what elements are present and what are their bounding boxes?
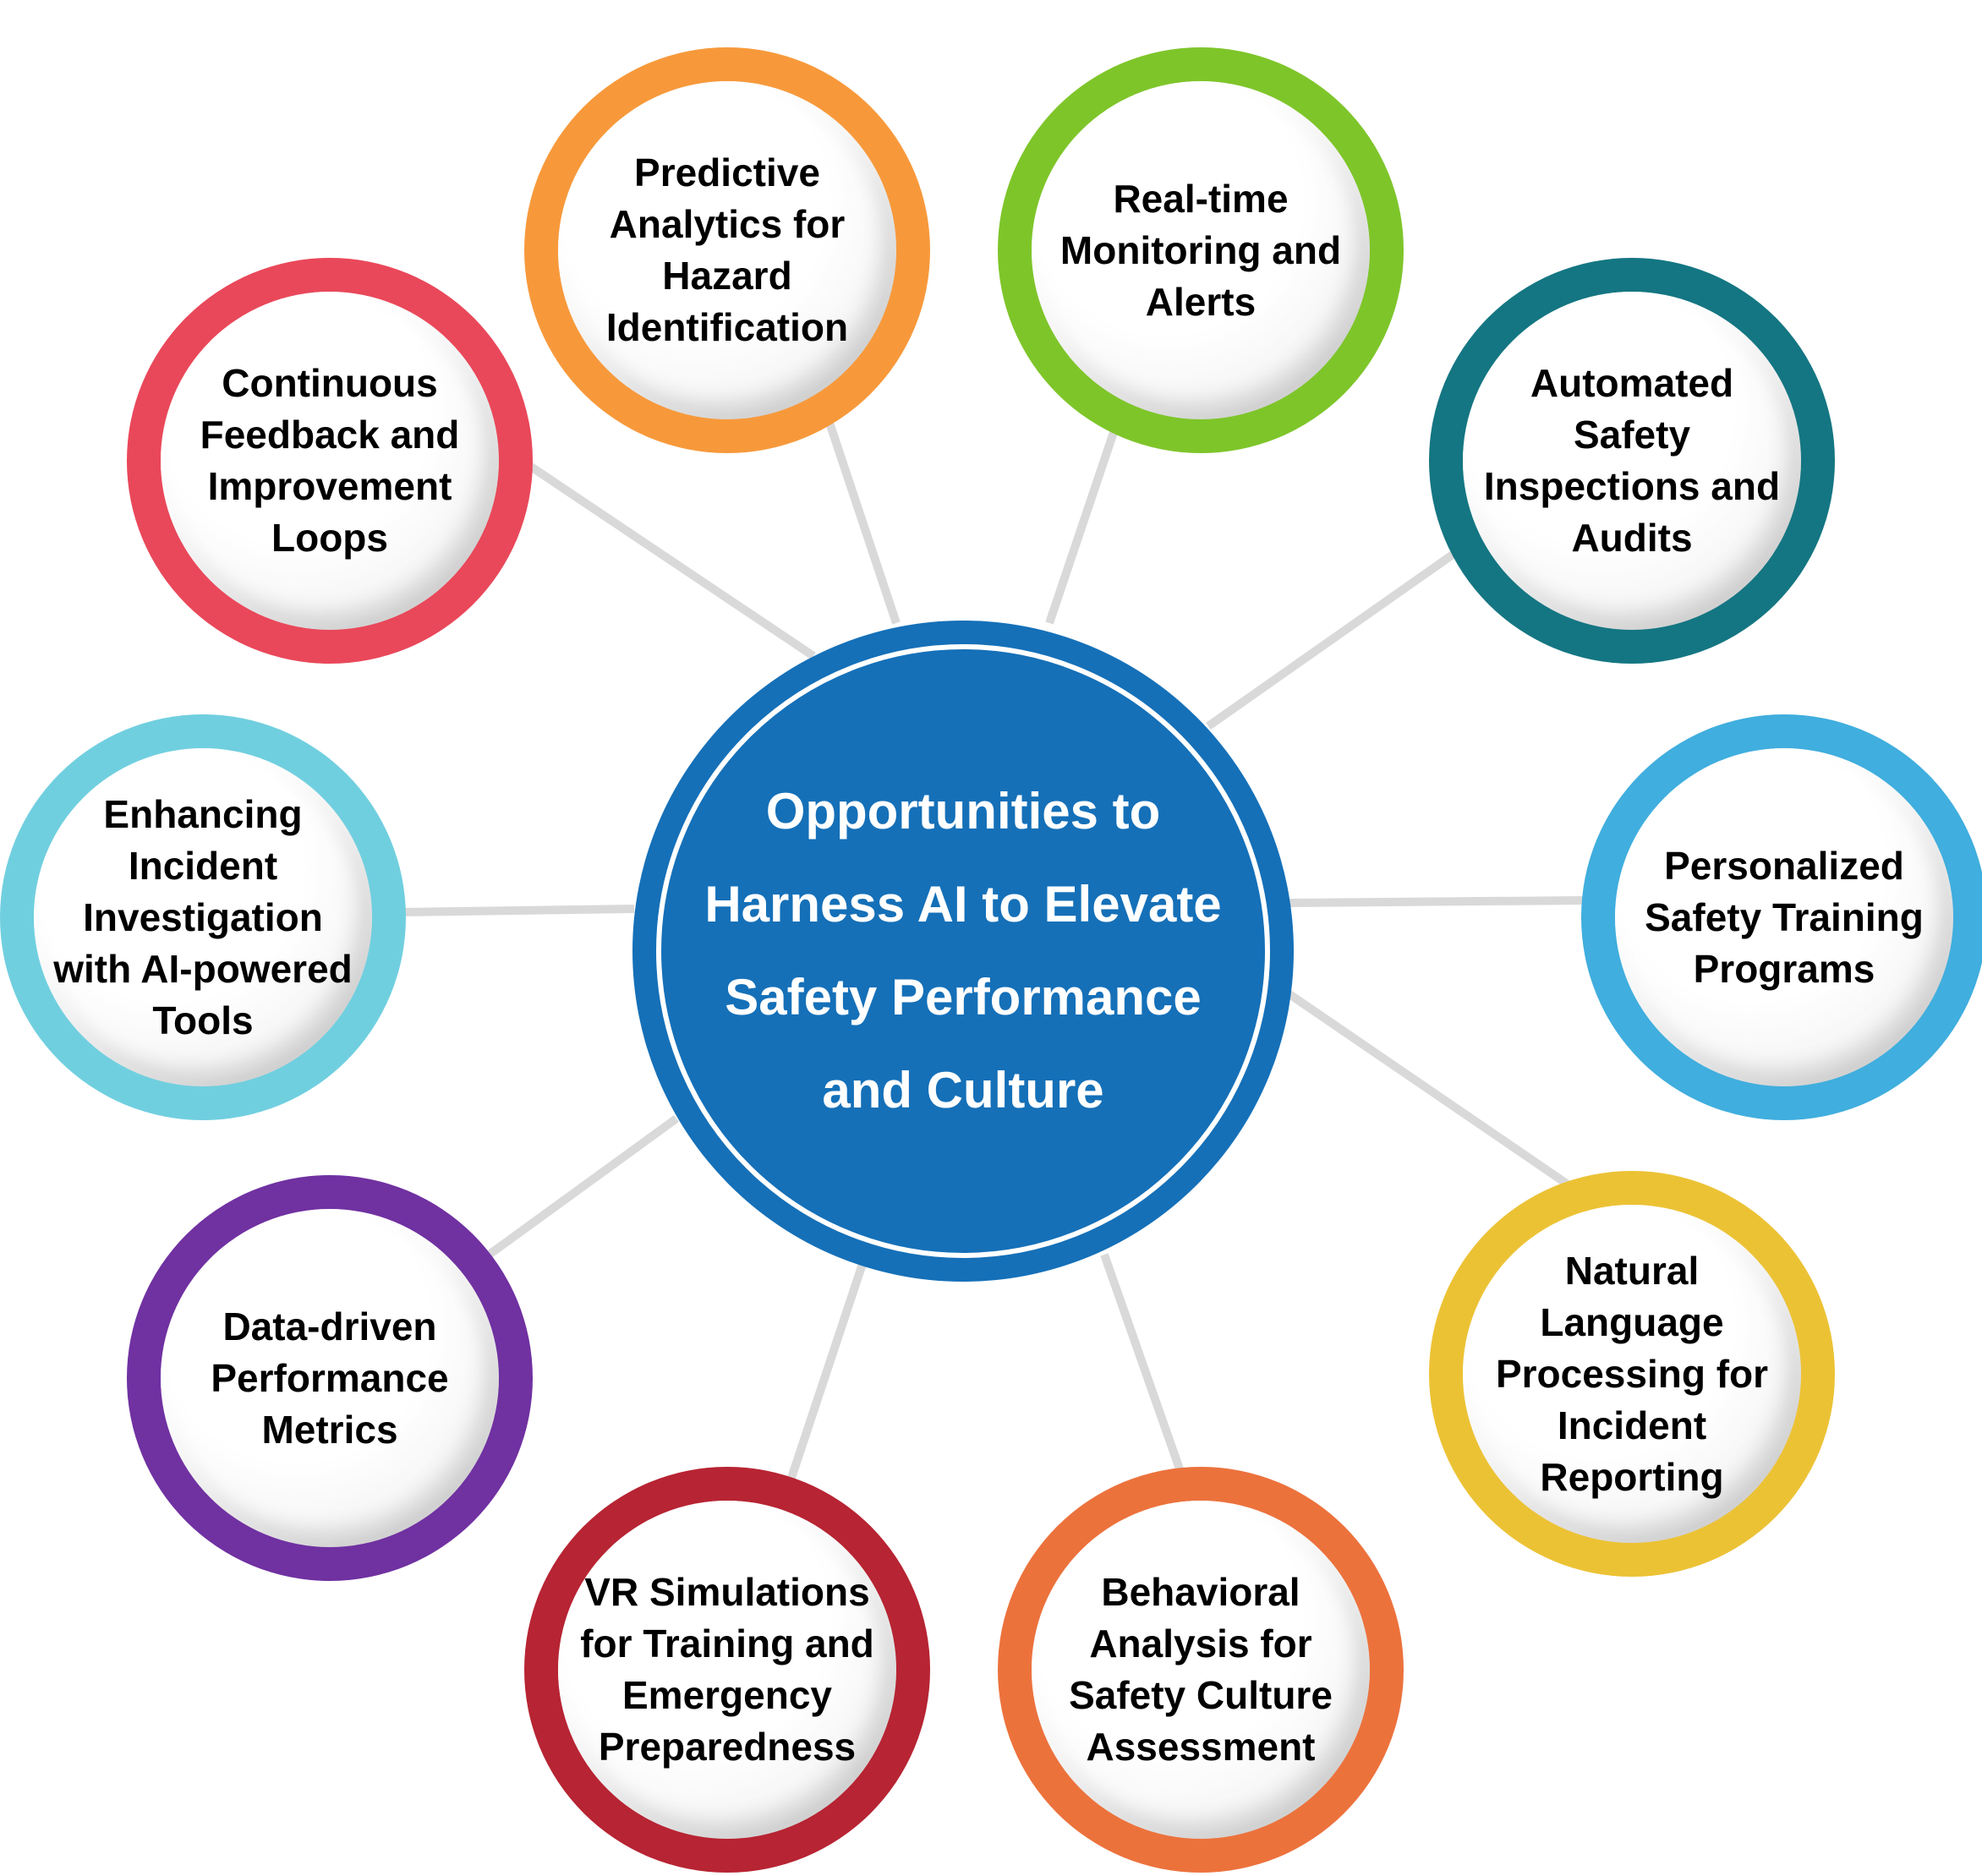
node-continuous-feedback-disc [161,292,499,630]
central-topic-label: Opportunities to Harness AI to Elevate S… [704,783,1222,1118]
central-topic-inner-ring [656,644,1270,1258]
connector-incident-investigation [398,905,635,916]
node-vr-simulations-label: VR Simulations for Training and Emergenc… [580,1570,874,1769]
node-incident-investigation: Enhancing Incident Investigation with AI… [0,714,406,1120]
connector-automated-inspections [1206,550,1455,730]
node-predictive-analytics-label: Predictive Analytics for Hazard Identifi… [605,150,849,349]
node-data-driven-metrics-label: Data-driven Performance Metrics [211,1304,449,1452]
node-nlp-incident-reporting-disc [1463,1205,1801,1543]
node-personalized-training-disc [1615,748,1953,1086]
connector-vr-simulations [785,1257,868,1487]
node-behavioral-analysis: Behavioral Analysis for Safety Culture A… [998,1467,1404,1873]
node-continuous-feedback-label: Continuous Feedback and Improvement Loop… [200,361,460,560]
node-data-driven-metrics: Data-driven Performance Metrics [127,1175,533,1581]
node-automated-inspections: Automated Safety Inspections and Audits [1429,258,1835,664]
connector-nlp-incident-reporting [1287,990,1575,1192]
connector-personalized-training [1289,896,1585,907]
connector-continuous-feedback [526,461,816,660]
node-real-time-monitoring-label: Real-time Monitoring and Alerts [1059,176,1342,324]
node-nlp-incident-reporting-label: Natural Language Processing for Incident… [1495,1248,1769,1499]
node-data-driven-metrics-disc [161,1209,499,1547]
node-personalized-training-label: Personalized Safety Training Programs [1645,843,1924,991]
node-real-time-monitoring-disc [1032,81,1370,419]
node-continuous-feedback: Continuous Feedback and Improvement Loop… [127,258,533,664]
node-vr-simulations-disc [558,1501,896,1839]
node-behavioral-analysis-disc [1032,1501,1370,1839]
connector-data-driven-metrics [482,1114,679,1262]
node-incident-investigation-disc [34,748,372,1086]
node-vr-simulations: VR Simulations for Training and Emergenc… [524,1467,930,1873]
central-topic-circle: Opportunities to Harness AI to Elevate S… [632,621,1294,1282]
node-real-time-monitoring: Real-time Monitoring and Alerts [998,47,1404,453]
node-automated-inspections-disc [1463,292,1801,630]
node-nlp-incident-reporting: Natural Language Processing for Incident… [1429,1171,1835,1577]
node-predictive-analytics: Predictive Analytics for Hazard Identifi… [524,47,930,453]
connector-behavioral-analysis [1100,1253,1186,1478]
node-personalized-training: Personalized Safety Training Programs [1581,714,1982,1120]
node-automated-inspections-label: Automated Safety Inspections and Audits [1483,361,1781,560]
node-predictive-analytics-disc [558,81,896,419]
node-behavioral-analysis-label: Behavioral Analysis for Safety Culture A… [1069,1570,1333,1769]
node-incident-investigation-label: Enhancing Incident Investigation with AI… [53,791,353,1042]
